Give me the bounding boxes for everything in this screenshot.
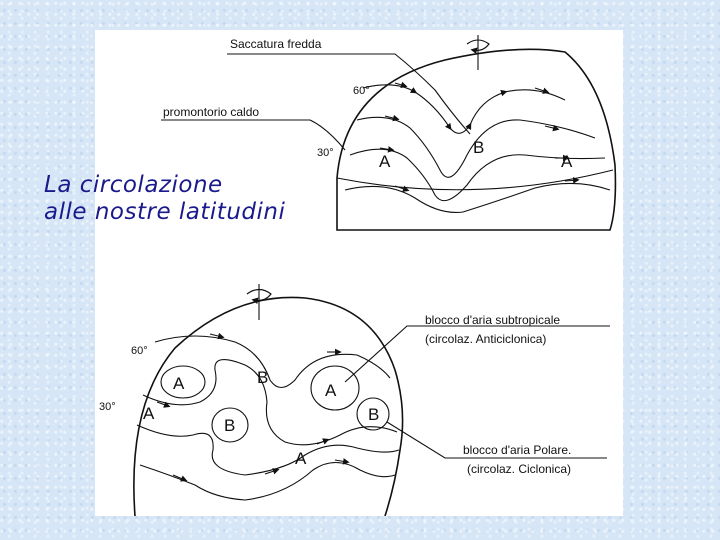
bottom-marker-a3: A bbox=[325, 381, 337, 400]
bottom-lat-30: 30° bbox=[99, 401, 116, 413]
bottom-loop-b2 bbox=[356, 397, 390, 431]
label-subtropical-block: blocco d'aria subtropicale bbox=[425, 313, 560, 327]
slide-title: La circolazione alle nostre latitudini bbox=[44, 172, 285, 226]
circulation-diagram: Saccatura fredda promontorio caldo 60° 3… bbox=[99, 35, 617, 517]
slide-title-line-1: La circolazione bbox=[44, 172, 223, 198]
top-lat-30: 30° bbox=[317, 147, 334, 159]
label-polar-block: blocco d'aria Polare. bbox=[463, 443, 571, 457]
top-globe: Saccatura fredda promontorio caldo 60° 3… bbox=[161, 35, 617, 231]
leader-ridge bbox=[161, 119, 346, 151]
bottom-marker-b2: B bbox=[224, 416, 235, 435]
bottom-flow-line-1 bbox=[154, 335, 391, 389]
bottom-flow-line-2 bbox=[142, 359, 398, 446]
slide-title-line-2: alle nostre latitudini bbox=[44, 199, 286, 225]
bottom-loop-a2 bbox=[310, 365, 360, 411]
top-flow-line-3 bbox=[349, 148, 606, 202]
bottom-marker-a1: A bbox=[173, 374, 185, 393]
bottom-globe-outline bbox=[133, 296, 404, 517]
top-flow-line-1 bbox=[362, 84, 566, 134]
label-ridge: promontorio caldo bbox=[163, 105, 259, 119]
bottom-marker-b3: B bbox=[368, 405, 379, 424]
bottom-rotation-axis-icon bbox=[246, 284, 272, 320]
top-marker-low: B bbox=[473, 138, 484, 157]
top-flow-line-4 bbox=[344, 182, 611, 213]
top-flow-line-2 bbox=[356, 116, 596, 178]
bottom-marker-a4: A bbox=[295, 449, 307, 468]
top-globe-outline bbox=[336, 48, 617, 231]
label-polar-circ: (circolaz. Ciclonica) bbox=[467, 462, 571, 476]
bottom-globe: blocco d'aria subtropicale (circolaz. An… bbox=[99, 284, 610, 517]
top-rotation-axis-icon bbox=[466, 35, 490, 70]
top-marker-high-left: A bbox=[379, 152, 391, 171]
top-marker-high-right: A bbox=[561, 152, 573, 171]
bottom-lat-60: 60° bbox=[131, 345, 148, 357]
leader-polar bbox=[386, 421, 607, 459]
bottom-marker-b1: B bbox=[257, 368, 268, 387]
bottom-loop-a1 bbox=[160, 365, 206, 399]
bottom-marker-a2: A bbox=[143, 404, 155, 423]
top-lat-60: 60° bbox=[353, 85, 370, 97]
bottom-flow-line-3 bbox=[136, 424, 400, 476]
leader-subtropical bbox=[344, 325, 610, 383]
label-trough: Saccatura fredda bbox=[230, 37, 322, 51]
bottom-flow-line-4 bbox=[139, 461, 396, 501]
bottom-loop-b1 bbox=[211, 407, 249, 443]
leader-trough bbox=[227, 53, 471, 135]
circulation-figure: Saccatura fredda promontorio caldo 60° 3… bbox=[95, 30, 623, 517]
label-subtropical-circ: (circolaz. Anticiclonica) bbox=[425, 332, 546, 346]
